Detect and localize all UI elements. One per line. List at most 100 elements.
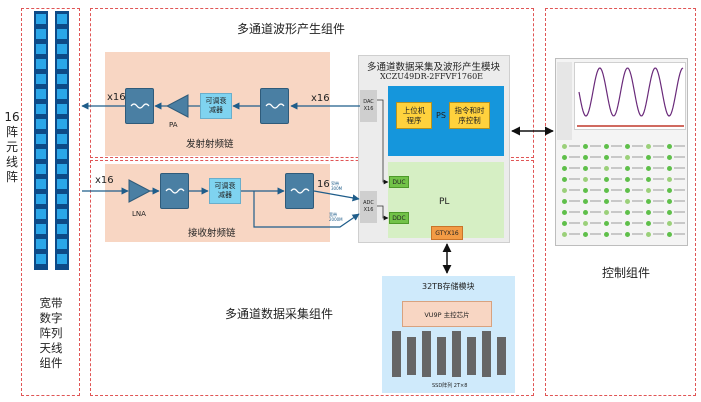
control-status-indicator — [562, 155, 567, 160]
tx-count-left: x16 — [107, 92, 126, 103]
control-status-indicator — [604, 188, 609, 193]
antenna-group-label: 宽带数字阵列天线组件 — [35, 296, 67, 371]
control-status-text-placeholder — [632, 200, 643, 202]
pa-label: PA — [169, 121, 178, 129]
control-status-text-placeholder — [569, 145, 580, 147]
control-status-indicator — [604, 144, 609, 149]
array-label-char: 线 — [5, 155, 18, 169]
antenna-element — [36, 224, 46, 234]
control-status-text-placeholder — [674, 167, 685, 169]
ps-label: PS — [436, 111, 446, 120]
control-status-text-placeholder — [653, 145, 664, 147]
group-label-line: 阵列 — [39, 326, 63, 340]
control-status-text-placeholder — [611, 178, 622, 180]
control-status-indicator — [646, 188, 651, 193]
module-chip: XCZU49DR-2FFVF1760E — [380, 72, 484, 81]
rx-chain-label: 接收射频链 — [188, 228, 236, 239]
control-status-text-placeholder — [611, 167, 622, 169]
control-status-indicator — [646, 166, 651, 171]
control-status-text-placeholder — [611, 200, 622, 202]
storage-module — [382, 276, 515, 393]
antenna-element — [57, 224, 67, 234]
antenna-element — [57, 74, 67, 84]
control-status-indicator — [646, 177, 651, 182]
array-label-char: 阵 — [5, 125, 18, 139]
control-status-indicator — [562, 210, 567, 215]
antenna-element — [57, 119, 67, 129]
pl-label: PL — [439, 197, 450, 207]
control-status-text-placeholder — [653, 233, 664, 235]
antenna-element — [57, 59, 67, 69]
control-group-label: 控制组件 — [602, 266, 651, 280]
ssd-drive — [482, 331, 491, 377]
control-sidebar — [557, 62, 572, 140]
pa-amplifier — [165, 94, 189, 118]
ssd-drive — [422, 331, 431, 377]
ssd-label: SSD阵列 2T×8 — [432, 383, 468, 389]
control-status-indicator — [625, 144, 630, 149]
control-status-text-placeholder — [632, 145, 643, 147]
control-status-indicator — [604, 177, 609, 182]
host-program-box: 上位机 程序 — [396, 102, 432, 129]
narrowband-tap-label: 窄带 300M — [331, 181, 343, 191]
group-label-line: 数字 — [39, 311, 63, 325]
control-status-text-placeholder — [569, 222, 580, 224]
control-status-text-placeholder — [590, 211, 601, 213]
control-status-text-placeholder — [569, 200, 580, 202]
control-status-text-placeholder — [590, 145, 601, 147]
array-label-char: 16 — [4, 110, 20, 124]
control-status-indicator — [646, 221, 651, 226]
control-status-indicator — [625, 232, 630, 237]
control-status-indicator — [625, 199, 630, 204]
antenna-element — [36, 44, 46, 54]
control-status-text-placeholder — [632, 156, 643, 158]
control-status-text-placeholder — [590, 233, 601, 235]
rx-wideband-branch — [253, 191, 360, 228]
ssd-drive — [452, 331, 461, 377]
control-status-text-placeholder — [611, 222, 622, 224]
antenna-element — [57, 209, 67, 219]
tx-attenuator: 可调衰 减器 — [200, 93, 232, 119]
control-status-indicator — [583, 166, 588, 171]
array-label-char: 元 — [5, 140, 18, 154]
antenna-element — [36, 149, 46, 159]
antenna-element — [36, 254, 46, 264]
control-status-indicator — [667, 221, 672, 226]
control-status-text-placeholder — [674, 233, 685, 235]
rx-count-left: x16 — [95, 175, 114, 186]
control-status-text-placeholder — [590, 189, 601, 191]
dac-to-duc — [377, 99, 389, 185]
antenna-element — [36, 74, 46, 84]
group-label-line: 天线 — [39, 341, 63, 355]
control-status-indicator — [583, 177, 588, 182]
control-status-indicator — [646, 144, 651, 149]
antenna-element — [36, 89, 46, 99]
tx-filter-2 — [260, 88, 289, 124]
control-status-indicator — [583, 210, 588, 215]
wideband-tap-label: 宽带 2000M — [329, 212, 343, 222]
control-status-indicator — [667, 210, 672, 215]
antenna-element — [57, 134, 67, 144]
antenna-element — [57, 239, 67, 249]
control-status-text-placeholder — [632, 167, 643, 169]
array-label-char: 阵 — [5, 170, 18, 184]
control-status-text-placeholder — [569, 178, 580, 180]
control-status-indicator — [667, 188, 672, 193]
antenna-element — [57, 149, 67, 159]
control-status-indicator — [646, 210, 651, 215]
control-status-text-placeholder — [674, 178, 685, 180]
control-status-indicator — [583, 232, 588, 237]
antenna-element — [36, 194, 46, 204]
control-status-indicator — [583, 221, 588, 226]
lna-amplifier — [128, 179, 152, 203]
antenna-element — [36, 134, 46, 144]
control-status-indicator — [604, 221, 609, 226]
adc-to-ddc — [377, 205, 389, 221]
control-status-indicator — [583, 144, 588, 149]
control-status-text-placeholder — [653, 200, 664, 202]
control-status-indicator — [625, 155, 630, 160]
pl-area — [388, 162, 504, 238]
control-group-panel — [545, 8, 696, 396]
